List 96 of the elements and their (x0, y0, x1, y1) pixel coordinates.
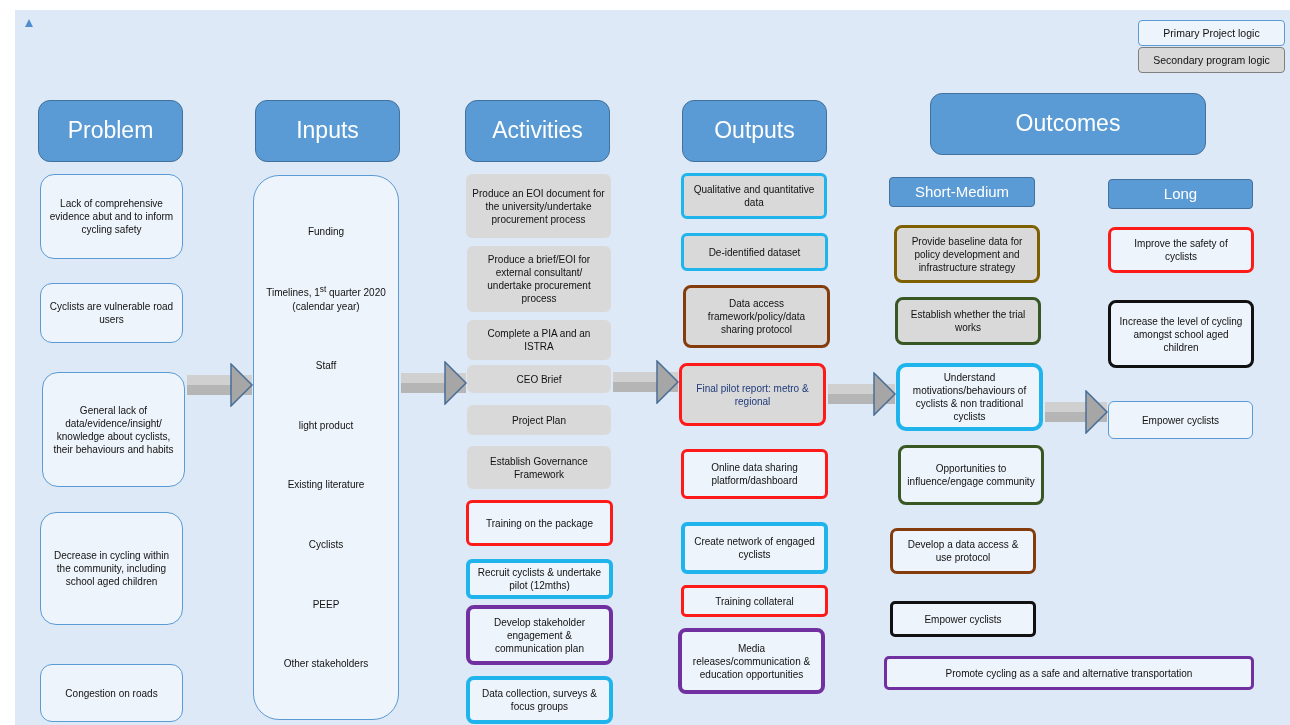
box-text: Opportunities to influence/engage community (907, 462, 1035, 488)
text-box (467, 446, 611, 489)
box-text: Increase the level of cycling amongst school aged children (1118, 314, 1244, 354)
box-text: Provide baseline data for policy development and infrastructure strategy (910, 234, 1024, 274)
text-box (681, 449, 828, 499)
header-text: Long (1163, 185, 1198, 203)
box-text: Project Plan (512, 413, 566, 427)
box-text: Establish Governance Framework (489, 454, 589, 481)
box-text: De-identified dataset (708, 245, 801, 259)
column-header (255, 100, 400, 162)
header-text: Inputs (296, 118, 359, 144)
block-arrow (187, 363, 253, 407)
header-text: Short-Medium (914, 183, 1010, 201)
box-text: Empower cyclists (924, 612, 1002, 626)
box-text: Understand motivations/behaviours of cyclists & non traditional cyclists (911, 371, 1028, 423)
box-text: Congestion on roads (65, 686, 158, 700)
box-text: Online data sharing platform/dashboard (710, 461, 799, 487)
block-arrow (828, 372, 896, 416)
column-header (465, 100, 610, 162)
column-header (930, 93, 1206, 155)
text-box (40, 512, 183, 625)
text-box (1108, 401, 1253, 439)
text-box (1108, 300, 1254, 368)
text-box (466, 174, 611, 238)
text-box (681, 522, 828, 574)
box-text: Recruit cyclists & undertake pilot (12mths) (476, 566, 603, 592)
box-text: Final pilot report: metro & regional (695, 381, 810, 408)
text-box (681, 585, 828, 617)
text-box (896, 363, 1043, 431)
text-box (898, 445, 1044, 505)
box-text: Other stakeholders (283, 657, 369, 671)
legend-text: Primary Project logic (1163, 27, 1260, 39)
header-text: Activities (492, 118, 583, 144)
box-text: Produce an EOI document for the university/undertake procurement process (472, 186, 605, 226)
box-text: Timelines, 1$^{st}$ quarter 2020 (calendar year) (265, 284, 387, 313)
text-box (894, 225, 1040, 283)
text-box (681, 233, 828, 271)
box-text: Cyclists (308, 538, 344, 552)
legend-text: Secondary program logic (1153, 54, 1270, 66)
text-box (683, 285, 830, 348)
text-box (466, 676, 613, 724)
box-text: Produce a brief/EOI for external consultant/ undertake procurement process (486, 253, 592, 305)
header-text: Outputs (714, 118, 795, 144)
box-text: Develop a data access & use protocol (906, 538, 1020, 564)
text-box (42, 372, 185, 487)
text-box (253, 175, 399, 720)
text-box (40, 174, 183, 259)
box-text: Existing literature (287, 478, 365, 492)
box-text: Develop stakeholder engagement & communication plan (492, 615, 587, 655)
box-text: Media releases/communication & education opportunities (691, 641, 812, 681)
text-box (679, 363, 826, 426)
text-box (890, 601, 1036, 637)
box-text: Lack of comprehensive evidence abut and to inform cycling safety (48, 197, 175, 236)
header-text: Outcomes (1015, 111, 1121, 137)
box-text: Create network of engaged cyclists (693, 535, 816, 561)
text-box (40, 283, 183, 343)
box-text: Establish whether the trial works (909, 308, 1027, 334)
box-text: Data access framework/policy/data sharing protocol (706, 297, 807, 336)
column-header (682, 100, 827, 162)
text-box (467, 365, 611, 393)
text-box (467, 405, 611, 435)
text-box (466, 559, 613, 599)
text-box (466, 605, 613, 665)
text-box (681, 173, 827, 219)
box-text: CEO Brief (516, 372, 562, 386)
text-box (467, 320, 611, 360)
box-text: Data collection, surveys & focus groups (480, 687, 599, 713)
box-text: Training collateral (715, 594, 794, 608)
box-text: PEEP (312, 597, 340, 611)
text-box (890, 528, 1036, 574)
block-arrow (401, 361, 467, 405)
box-text: Improve the safety of cyclists (1133, 237, 1229, 263)
text-box (40, 664, 183, 722)
text-box (1108, 227, 1254, 273)
box-text: Promote cycling as a safe and alternative transportation (945, 666, 1193, 680)
box-text: light product (298, 418, 354, 432)
box-text: General lack of data/evidence/insight/ knowledge about cyclists, their behaviours and habits (52, 403, 175, 456)
subcolumn-header (889, 177, 1035, 207)
text-box (467, 246, 611, 312)
box-text: Decrease in cycling within the community, including school aged children (52, 549, 171, 588)
column-header (38, 100, 183, 162)
box-text: Funding (307, 224, 345, 238)
box-text: Staff (315, 359, 337, 373)
header-text: Problem (67, 118, 154, 144)
block-arrow (613, 360, 679, 404)
box-text: Complete a PIA and an ISTRA (486, 327, 592, 353)
box-text: Qualitative and quantitative data (692, 183, 816, 209)
box-text: Cyclists are vulnerable road users (48, 300, 175, 326)
text-box (895, 297, 1041, 345)
subcolumn-header (1108, 179, 1253, 209)
block-arrow (1045, 390, 1108, 434)
box-text: Empower cyclists (1141, 413, 1220, 427)
text-box (884, 656, 1254, 690)
text-box (466, 500, 613, 546)
text-box (678, 628, 825, 694)
box-text: Training on the package (486, 516, 593, 530)
